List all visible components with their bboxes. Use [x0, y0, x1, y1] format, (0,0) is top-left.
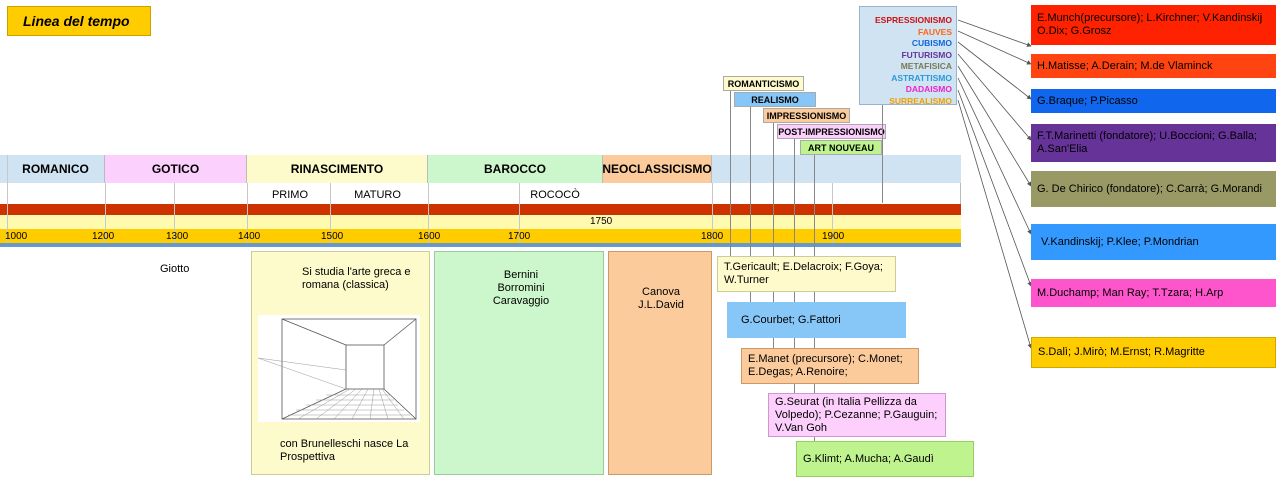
subperiod-primo: PRIMO	[271, 189, 309, 201]
year-1900: 1900	[822, 231, 845, 242]
note-rinascimento-top: Si studia l'arte greca e romana (classic…	[302, 266, 411, 291]
artists-metafisica: G. De Chirico (fondatore); C.Carrà; G.Mo…	[1031, 171, 1276, 207]
connector-line	[814, 155, 815, 441]
year-1500: 1500	[321, 231, 344, 242]
era-romanico: ROMANICO	[7, 155, 105, 183]
barocco-box: Bernini Borromini Caravaggio	[434, 251, 604, 475]
tick-line	[428, 183, 429, 243]
era-gotico: GOTICO	[105, 155, 247, 183]
artists-impressionismo: E.Manet (precursore); C.Monet; E.Degas; …	[741, 348, 919, 384]
artists-espressionismo: E.Munch(precursore); L.Kirchner; V.Kandi…	[1031, 5, 1276, 45]
band-red	[0, 204, 961, 215]
era-rinascimento: RINASCIMENTO	[247, 155, 428, 183]
legend-surrealismo: SURREALISMO	[889, 95, 952, 106]
artists-romanticismo: T.Gericault; E.Delacroix; F.Goya; W.Turn…	[717, 256, 896, 292]
band-yellow	[0, 215, 961, 229]
movement-post-impressionismo: POST-IMPRESSIONISMO	[777, 124, 886, 139]
era-modern	[712, 155, 961, 183]
tick-line	[832, 183, 833, 243]
rinascimento-box: Si studia l'arte greca e romana (classic…	[251, 251, 430, 475]
movement-realismo: REALISMO	[734, 92, 816, 107]
tick-line	[174, 183, 175, 243]
legend-espressionismo: ESPRESSIONISMO	[875, 15, 952, 25]
tick-line	[712, 183, 713, 243]
artists-astrattismo: V.Kandinskij; P.Klee; P.Mondrian	[1031, 224, 1276, 260]
connector-line	[882, 105, 883, 203]
movement-art-nouveau: ART NOUVEAU	[800, 140, 882, 155]
year-1200: 1200	[92, 231, 115, 242]
subperiod-rococo: ROCOCÒ	[530, 189, 580, 201]
connector-line	[730, 91, 731, 256]
marker-1750: 1750	[590, 216, 613, 227]
legend-astrattismo: ASTRATTISMO	[891, 72, 952, 83]
connector-line	[773, 123, 774, 348]
avanguardie-arrows	[957, 19, 1033, 349]
legend-futurismo: FUTURISMO	[901, 49, 952, 60]
artists-futurismo: F.T.Marinetti (fondatore); U.Boccioni; G…	[1031, 124, 1276, 162]
subperiod-maturo: MATURO	[354, 189, 401, 201]
tick-line	[247, 183, 248, 243]
connector-line	[750, 107, 751, 302]
year-1400: 1400	[238, 231, 261, 242]
tick-line	[330, 183, 331, 243]
era-barocco: BAROCCO	[428, 155, 603, 183]
artists-realismo: G.Courbet; G.Fattori	[727, 302, 906, 338]
year-1600: 1600	[418, 231, 441, 242]
artists-post-impressionismo: G.Seurat (in Italia Pellizza da Volpedo)…	[768, 393, 946, 437]
tick-line	[519, 183, 520, 243]
movement-romanticismo: ROMANTICISMO	[723, 76, 804, 91]
artists-surrealismo: S.Dalì; J.Mirò; M.Ernst; R.Magritte	[1031, 337, 1276, 368]
legend-metafisica: METAFISICA	[900, 61, 952, 71]
year-1300: 1300	[166, 231, 189, 242]
tick-line	[105, 183, 106, 243]
subperiod-row	[0, 183, 961, 205]
tick-line	[7, 155, 8, 243]
neoclassicismo-box: Canova J.L.David	[608, 251, 712, 475]
artists-dadaismo: M.Duchamp; Man Ray; T.Tzara; H.Arp	[1031, 279, 1276, 307]
year-1800: 1800	[701, 231, 724, 242]
artists-cubismo: G.Braque; P.Picasso	[1031, 89, 1276, 113]
era-neoclassicismo: NEOCLASSICISMO	[602, 155, 712, 183]
note-giotto: Giotto	[160, 263, 190, 275]
artists-fauves: H.Matisse; A.Derain; M.de Vlaminck	[1031, 54, 1276, 78]
timeline-title: Linea del tempo	[7, 6, 151, 36]
movement-impressionismo: IMPRESSIONISMO	[763, 108, 850, 123]
year-1700: 1700	[508, 231, 531, 242]
avanguardie-legend: ESPRESSIONISMO FAUVES CUBISMO FUTURISMO …	[859, 6, 957, 106]
legend-fauves: FAUVES	[917, 26, 952, 37]
note-neoclassicismo: Canova J.L.David	[638, 286, 684, 311]
note-barocco: Bernini Borromini Caravaggio	[492, 269, 550, 307]
year-1000: 1000	[5, 231, 28, 242]
legend-dadaismo: DADAISMO	[905, 84, 952, 94]
band-gold	[0, 229, 961, 243]
note-rinascimento-bottom: con Brunelleschi nasce La Prospettiva	[280, 438, 409, 463]
perspective-drawing	[258, 315, 420, 422]
band-blue	[0, 243, 961, 247]
legend-cubismo: CUBISMO	[911, 38, 952, 48]
artists-art-nouveau: G.Klimt; A.Mucha; A.Gaudì	[796, 441, 974, 477]
